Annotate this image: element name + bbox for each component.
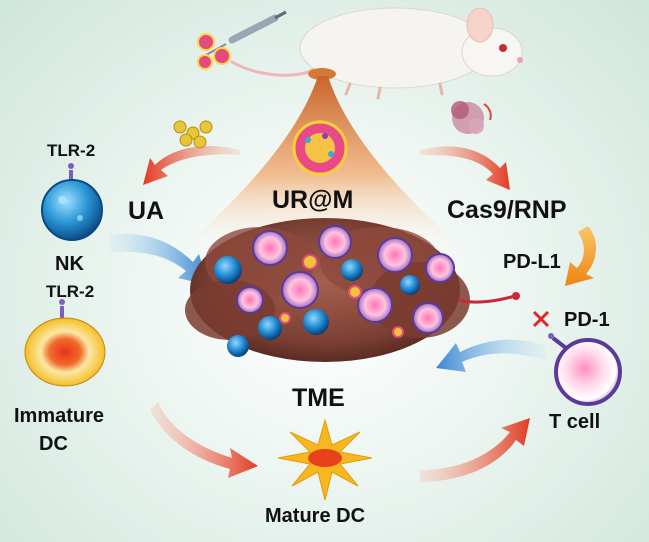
arrow-nk-to-tme — [110, 234, 208, 285]
label-tme: TME — [292, 384, 345, 412]
label-cas9-rnp: Cas9/RNP — [447, 196, 567, 224]
arrow-tcell-to-tme — [436, 339, 545, 372]
arrow-cas9-to-pdl1 — [565, 226, 597, 286]
mouse-tail — [230, 60, 314, 77]
mouse-illustration — [230, 7, 523, 100]
pd-l1-pd-1-blockade — [457, 292, 568, 350]
label-mature-dc: Mature DC — [265, 505, 366, 527]
immature-dc-cell — [24, 299, 106, 387]
arrow-immature-to-mature-dc — [150, 402, 258, 478]
mouse-eye — [499, 44, 507, 52]
label-ua: UA — [128, 197, 165, 225]
syringe-barrel — [228, 14, 279, 44]
nanoparticle-cluster-top — [197, 33, 231, 70]
tumor-bump — [308, 68, 336, 80]
label-immature-dc-line1: Immature — [14, 405, 105, 427]
ur-at-m-nanoparticle — [292, 120, 348, 176]
mature-dc-cell — [277, 418, 373, 501]
mouse-ear — [466, 7, 494, 43]
arrow-to-cas9 — [420, 146, 510, 190]
label-ur-at-m: UR@M — [272, 186, 354, 214]
arrow-mature-dc-to-tcell — [420, 418, 530, 482]
arrow-to-ua — [143, 145, 240, 185]
label-pd-l1: PD-L1 — [503, 251, 561, 273]
nk-cell — [41, 163, 103, 241]
ua-particles — [173, 120, 213, 149]
label-pd-1: PD-1 — [564, 309, 610, 331]
tumor-mass — [185, 218, 470, 362]
syringe-plunger — [274, 10, 287, 20]
cas9-protein — [451, 101, 492, 134]
label-t-cell: T cell — [549, 411, 601, 433]
t-cell — [554, 338, 622, 406]
label-tlr2-top: TLR-2 — [47, 141, 96, 160]
label-nk: NK — [55, 253, 84, 275]
label-tlr2-bottom: TLR-2 — [46, 282, 95, 301]
label-immature-dc-line2: DC — [39, 433, 68, 455]
mouse-feet — [344, 82, 444, 100]
mouse-nose — [517, 57, 523, 63]
